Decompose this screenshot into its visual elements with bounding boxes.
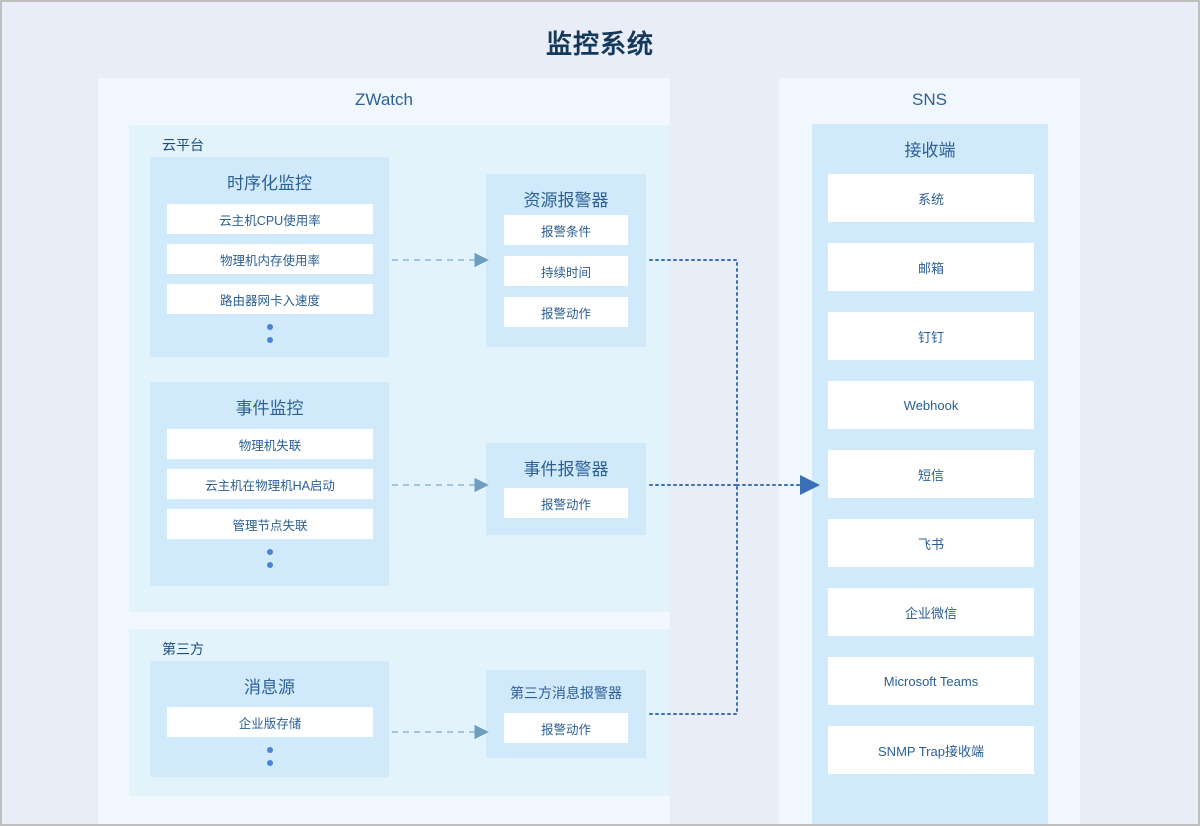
ellipsis-dot bbox=[266, 747, 273, 753]
card-receiver-title: 接收端 bbox=[904, 141, 956, 160]
list-item[interactable]: 短信 bbox=[828, 450, 1034, 498]
list-item[interactable]: 报警动作 bbox=[504, 713, 628, 743]
list-item[interactable]: 云主机在物理机HA启动 bbox=[167, 469, 373, 499]
list-item[interactable]: 物理机失联 bbox=[167, 429, 373, 459]
card-message-source-title: 消息源 bbox=[244, 678, 295, 697]
card-third-party-alarm: 第三方消息报警器 报警动作 bbox=[486, 670, 646, 758]
list-item[interactable]: Webhook bbox=[828, 381, 1034, 429]
list-item[interactable]: 邮箱 bbox=[828, 243, 1034, 291]
list-item[interactable]: 管理节点失联 bbox=[167, 509, 373, 539]
card-timeseries-monitor-title: 时序化监控 bbox=[227, 174, 312, 193]
card-receiver: 接收端 系统 邮箱 钉钉 Webhook 短信 飞书 企业微信 Microsof… bbox=[812, 124, 1048, 824]
list-item[interactable]: 钉钉 bbox=[828, 312, 1034, 360]
list-item[interactable]: 物理机内存使用率 bbox=[167, 244, 373, 274]
page-title: 监控系统 bbox=[545, 29, 654, 59]
card-third-party-alarm-title: 第三方消息报警器 bbox=[510, 685, 622, 701]
card-message-source: 消息源 企业版存储 bbox=[150, 661, 389, 777]
ellipsis-dot bbox=[266, 337, 273, 343]
card-event-monitor-title: 事件监控 bbox=[235, 399, 304, 418]
list-item[interactable]: 路由器网卡入速度 bbox=[167, 284, 373, 314]
card-resource-alarm-title: 资源报警器 bbox=[523, 191, 609, 210]
ellipsis-dot bbox=[266, 324, 273, 330]
list-item[interactable]: 系统 bbox=[828, 174, 1034, 222]
list-item[interactable]: 企业版存储 bbox=[167, 707, 373, 737]
list-item[interactable]: 企业微信 bbox=[828, 588, 1034, 636]
list-item[interactable]: 报警动作 bbox=[504, 297, 628, 327]
ellipsis-dots bbox=[150, 324, 389, 350]
group-cloud-platform-label: 云平台 bbox=[162, 137, 204, 153]
list-item[interactable]: 持续时间 bbox=[504, 256, 628, 286]
ellipsis-dots bbox=[150, 747, 389, 773]
ellipsis-dots bbox=[150, 549, 389, 575]
ellipsis-dot bbox=[266, 562, 273, 568]
list-item[interactable]: 飞书 bbox=[828, 519, 1034, 567]
list-item[interactable]: 报警动作 bbox=[504, 488, 628, 518]
panel-sns-title: SNS bbox=[912, 90, 947, 109]
card-event-alarm-title: 事件报警器 bbox=[523, 460, 609, 479]
list-item[interactable]: Microsoft Teams bbox=[828, 657, 1034, 705]
card-event-alarm: 事件报警器 报警动作 bbox=[486, 443, 646, 535]
ellipsis-dot bbox=[266, 549, 273, 555]
card-timeseries-monitor: 时序化监控 云主机CPU使用率 物理机内存使用率 路由器网卡入速度 bbox=[150, 157, 389, 357]
ellipsis-dot bbox=[266, 760, 273, 766]
panel-zwatch-title: ZWatch bbox=[355, 90, 413, 109]
list-item[interactable]: 云主机CPU使用率 bbox=[167, 204, 373, 234]
group-third-party-label: 第三方 bbox=[162, 641, 204, 657]
list-item[interactable]: 报警条件 bbox=[504, 215, 628, 245]
list-item[interactable]: SNMP Trap接收端 bbox=[828, 726, 1034, 774]
card-resource-alarm: 资源报警器 报警条件 持续时间 报警动作 bbox=[486, 174, 646, 347]
card-event-monitor: 事件监控 物理机失联 云主机在物理机HA启动 管理节点失联 bbox=[150, 382, 389, 586]
